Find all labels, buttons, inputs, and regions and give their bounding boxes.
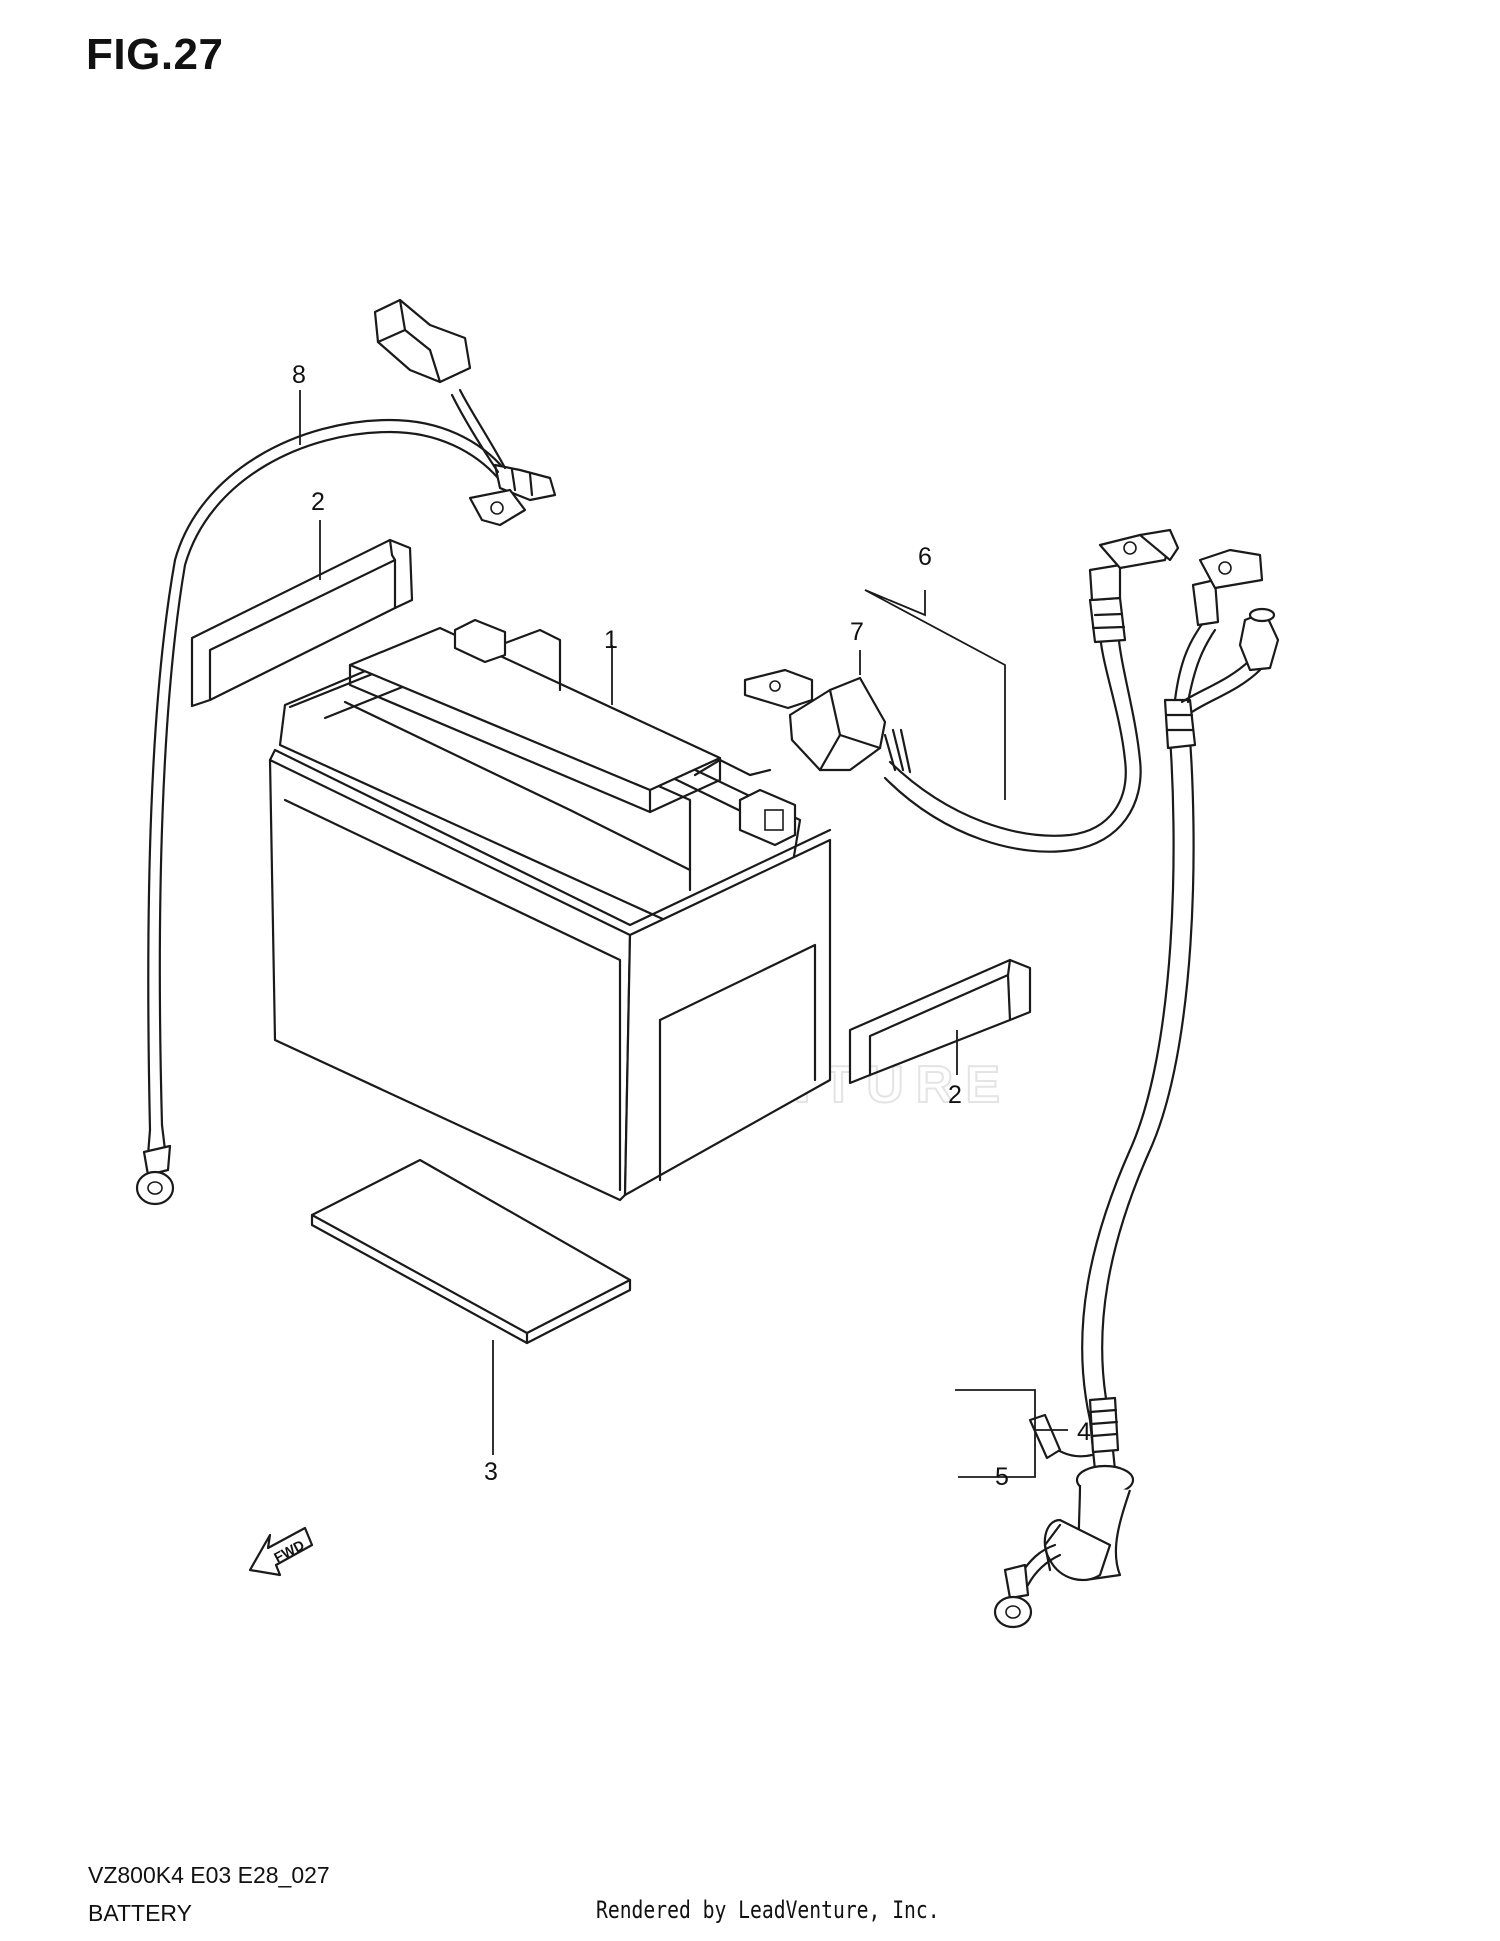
- boot-part-5[interactable]: [993, 1464, 1135, 1629]
- callout-2-right: 2: [948, 1081, 962, 1109]
- mat-part-3[interactable]: [310, 1158, 632, 1345]
- cable-part-4[interactable]: [1028, 548, 1280, 1472]
- figure-title: FIG.27: [86, 30, 224, 79]
- callout-8: 8: [292, 361, 306, 389]
- pad-part-2-right[interactable]: [848, 958, 1032, 1085]
- callout-7: 7: [850, 618, 864, 646]
- cable-part-6[interactable]: [743, 528, 1180, 853]
- callout-5: 5: [995, 1463, 1009, 1491]
- callout-1: 1: [604, 626, 618, 654]
- wire-part-8[interactable]: [135, 298, 557, 1206]
- leader-6: [864, 589, 1006, 800]
- callout-3: 3: [484, 1458, 498, 1486]
- fwd-arrow-icon: FWD: [248, 1526, 314, 1577]
- battery-part-1[interactable]: [268, 618, 832, 1202]
- pad-part-2-left[interactable]: [190, 538, 414, 708]
- callout-6: 6: [918, 543, 932, 571]
- section-name: BATTERY: [88, 1900, 192, 1926]
- credit-text: Rendered by LeadVenture, Inc.: [596, 1896, 940, 1924]
- callout-2-left: 2: [311, 488, 325, 516]
- leader-4: [955, 1389, 1036, 1478]
- model-code: VZ800K4 E03 E28_027: [88, 1862, 330, 1888]
- callout-4: 4: [1077, 1418, 1091, 1446]
